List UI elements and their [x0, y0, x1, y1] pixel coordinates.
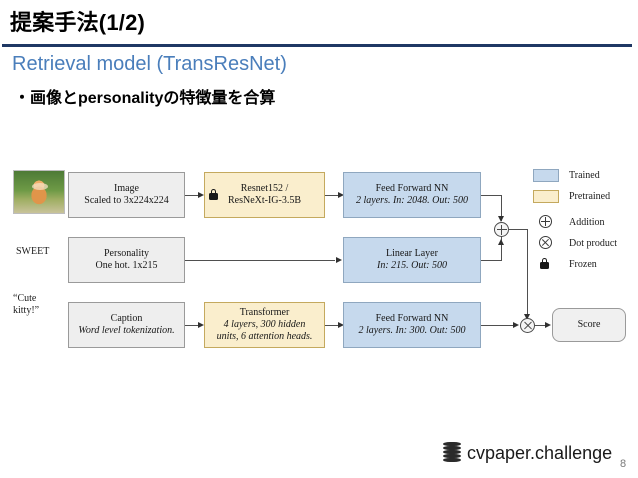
edge-transformer-to-ffn-caption — [325, 325, 341, 326]
node-resnet-line1: Resnet152 / — [240, 183, 289, 194]
arrowhead-transformer-to-ffn-caption — [338, 321, 344, 328]
edge-image-to-resnet — [185, 195, 201, 196]
node-image-line2: Scaled to 3x224x224 — [84, 195, 169, 206]
input-label-caption-line2: kitty!” — [13, 305, 40, 316]
node-linear-layer: Linear Layer In: 215. Out: 500 — [343, 237, 481, 283]
node-ffn-caption-line2: 2 layers. In: 300. Out: 500 — [358, 325, 466, 336]
legend-label-frozen: Frozen — [569, 258, 597, 270]
cvpaper-logo-icon — [443, 442, 461, 462]
node-caption-line2: Word level tokenization. — [78, 325, 175, 336]
lock-legend-icon — [533, 258, 559, 271]
times-circle-icon — [533, 236, 559, 250]
legend-item-trained: Trained — [533, 168, 600, 182]
input-label-caption-line1: “Cute — [13, 293, 37, 304]
node-resnet-line2: ResNeXt-IG-3.5B — [227, 195, 302, 206]
node-score-line1: Score — [577, 319, 601, 330]
dot-product-node — [520, 318, 535, 333]
addition-node — [494, 222, 509, 237]
node-linear-line1: Linear Layer — [386, 248, 438, 259]
cat-photo-thumbnail — [13, 170, 65, 214]
edge-addition-down — [527, 229, 528, 319]
arrowhead-into-addition-bottom — [497, 239, 504, 245]
section-subtitle: Retrieval model (TransResNet) — [12, 53, 287, 75]
node-ffn-caption-line1: Feed Forward NN — [375, 313, 449, 324]
edge-addition-out — [509, 229, 528, 230]
page-number: 8 — [620, 458, 627, 470]
node-resnet: Resnet152 / ResNeXt-IG-3.5B — [204, 172, 325, 218]
node-ffn-image: Feed Forward NN 2 layers. In: 2048. Out:… — [343, 172, 481, 218]
node-image-line1: Image — [114, 183, 139, 194]
arrowhead-into-dotproduct-left — [513, 321, 519, 328]
node-score: Score — [552, 308, 626, 342]
plus-circle-icon — [533, 215, 559, 229]
footer-brand-text: cvpaper.challenge — [467, 443, 613, 463]
node-transformer: Transformer 4 layers, 300 hidden units, … — [204, 302, 325, 348]
title-divider — [2, 44, 632, 47]
legend-item-addition: Addition — [533, 215, 605, 229]
node-personality-line2: One hot. 1x215 — [95, 260, 158, 271]
arrowhead-into-dotproduct-top — [523, 314, 530, 320]
arrowhead-caption-to-transformer — [198, 321, 204, 328]
legend-label-addition: Addition — [569, 216, 605, 228]
legend-label-trained: Trained — [569, 169, 600, 181]
edge-ffn-image-out — [481, 195, 502, 196]
arrowhead-image-to-resnet — [198, 191, 204, 198]
node-image: Image Scaled to 3x224x224 — [68, 172, 185, 218]
swatch-blue-icon — [533, 168, 559, 182]
edge-dotproduct-to-score — [535, 325, 549, 326]
swatch-cream-icon — [533, 189, 559, 203]
node-personality: Personality One hot. 1x215 — [68, 237, 185, 283]
node-transformer-line2: 4 layers, 300 hidden — [223, 319, 306, 330]
node-transformer-line3: units, 6 attention heads. — [216, 331, 313, 342]
edge-ffn-caption-out — [481, 325, 516, 326]
node-caption: Caption Word level tokenization. — [68, 302, 185, 348]
arrowhead-personality-to-linear — [336, 256, 342, 263]
node-linear-line2: In: 215. Out: 500 — [377, 260, 447, 271]
arrowhead-into-addition-top — [497, 216, 504, 222]
legend-item-pretrained: Pretrained — [533, 189, 610, 203]
node-caption-line1: Caption — [110, 313, 143, 324]
input-label-sweet: SWEET — [16, 246, 50, 257]
architecture-diagram: SWEET “Cute kitty!” Image Scaled to 3x22… — [0, 150, 638, 395]
edge-ffn-image-down — [501, 195, 502, 221]
legend-label-pretrained: Pretrained — [569, 190, 611, 202]
node-ffn-image-line2: 2 layers. In: 2048. Out: 500 — [356, 195, 468, 206]
bullet-point: ・画像とpersonalityの特徴量を合算 — [14, 90, 276, 107]
node-transformer-line1: Transformer — [239, 307, 290, 318]
page-title: 提案手法(1/2) — [10, 10, 146, 35]
node-personality-line1: Personality — [104, 248, 149, 259]
legend-item-frozen: Frozen — [533, 257, 597, 271]
node-ffn-caption: Feed Forward NN 2 layers. In: 300. Out: … — [343, 302, 481, 348]
legend-item-dot-product: Dot product — [533, 236, 617, 250]
arrowhead-resnet-to-ffn-image — [338, 191, 344, 198]
arrowhead-dotproduct-to-score — [545, 321, 551, 328]
lock-icon — [209, 189, 218, 200]
edge-personality-to-linear — [185, 260, 335, 261]
edge-resnet-to-ffn-image — [325, 195, 341, 196]
legend-label-dot-product: Dot product — [569, 237, 618, 249]
edge-caption-to-transformer — [185, 325, 201, 326]
edge-linear-up — [501, 236, 502, 261]
node-ffn-image-line1: Feed Forward NN — [375, 183, 449, 194]
edge-linear-out — [481, 260, 502, 261]
